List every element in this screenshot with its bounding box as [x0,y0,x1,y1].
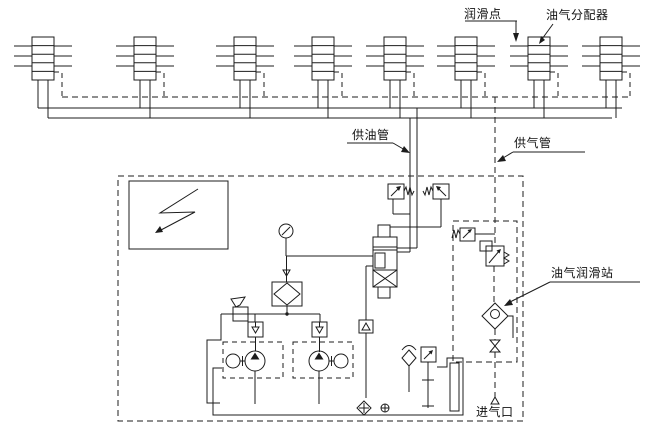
label-oil-supply-pipe: 供油管 [352,128,390,142]
label-oil-air-distributor: 油气分配器 [546,8,609,22]
oil-air-distributor [436,36,496,119]
flow-direction-icon [282,269,291,277]
oil-tank [212,357,464,416]
solenoid-valve-icon [390,183,450,228]
oil-filter-icon [271,281,303,316]
label-air-inlet: 进气口 [476,405,514,419]
oil-air-distributor [115,36,175,119]
oil-air-distributor [215,36,275,119]
dosing-valve-block [372,224,398,299]
lightning-arrow-icon [158,188,199,231]
pump-motor-group [222,341,284,404]
check-valve-icon [247,314,264,351]
leader-air-pipe [497,151,585,162]
lightning-arrowhead-icon [155,226,163,233]
air-breather-icon [401,345,417,392]
pressure-switch-icon [230,296,249,322]
label-lubrication-station: 油气润滑站 [551,266,614,280]
return-line [206,314,222,404]
solenoid-valve-icon [387,183,415,215]
oil-supply-pipe [38,107,622,119]
motor-icon [225,353,241,369]
air-solenoid-valve-icon [451,227,495,242]
oil-riser-pipe [397,108,418,253]
air-inlet-port-icon [490,395,500,405]
air-filter-icon [481,302,514,338]
oil-air-distributor-row [13,36,641,119]
lubrication-station-enclosure [117,175,524,422]
air-treatment-subpanel [452,220,518,363]
check-valve-icon [311,314,328,352]
motor-icon [333,353,349,369]
drain-plug-icon [380,403,390,413]
oil-air-distributor [509,36,569,119]
leader-oil-pipe [347,142,410,153]
shutoff-valve-icon [488,339,502,353]
label-lubrication-point: 润滑点 [464,7,502,21]
oil-air-distributor [13,36,73,119]
oil-air-distributor [581,36,641,119]
label-air-supply-pipe: 供气管 [514,136,552,150]
pressure-gauge-icon [278,223,294,256]
electric-control-box [128,180,229,250]
leader-distributor [539,23,554,44]
pressure-regulator-icon [479,240,510,267]
leader-station [504,281,640,306]
level-gauge-icon [420,346,437,408]
pump-motor-group [292,341,354,404]
leader-lubrication-point [465,20,519,42]
suction-check-line [358,265,374,398]
magnetic-plug-icon [356,400,372,416]
oil-air-distributor [293,36,353,119]
oil-air-distributor [365,36,425,119]
